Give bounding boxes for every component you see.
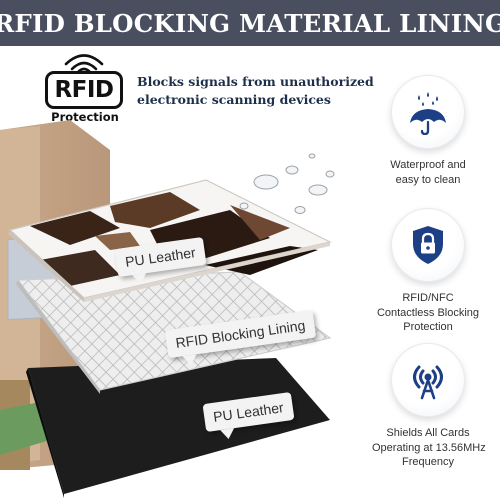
title-banner: RFID BLOCKING MATERIAL LINING (0, 0, 500, 46)
headline-line-1: Blocks signals from unauthorized (137, 74, 374, 89)
feature-frequency-shield-text: Shields All Cards Operating at 13.56MHz … (372, 427, 486, 468)
cow-print-leather-layer (8, 179, 332, 302)
signal-tower-icon (391, 343, 465, 417)
water-droplets (239, 153, 335, 214)
feature-waterproof: Waterproof and easy to clean (372, 75, 484, 187)
bottom-leather-layer (26, 358, 330, 498)
feature-rfid-blocking-text: RFID/NFC Contactless Blocking Protection (376, 292, 480, 333)
feature-rfid-blocking: RFID/NFC Contactless Blocking Protection (372, 208, 484, 335)
shield-lock-icon (391, 208, 465, 282)
rfid-logo: RFID (45, 71, 123, 109)
banner-title: RFID BLOCKING MATERIAL LINING (0, 8, 500, 38)
headline-line-2: electronic scanning devices (137, 92, 331, 107)
layers-graphic (0, 120, 335, 498)
feature-frequency-shield: Shields All Cards Operating at 13.56MHz … (372, 343, 486, 470)
umbrella-rain-icon (391, 75, 465, 149)
wallet-layers-illustration: PU Leather RFID Blocking Lining PU Leath… (0, 110, 372, 500)
wireless-signal-icon (64, 54, 104, 73)
feature-waterproof-text: Waterproof and easy to clean (390, 159, 466, 186)
headline: Blocks signals from unauthorized electro… (137, 73, 387, 109)
